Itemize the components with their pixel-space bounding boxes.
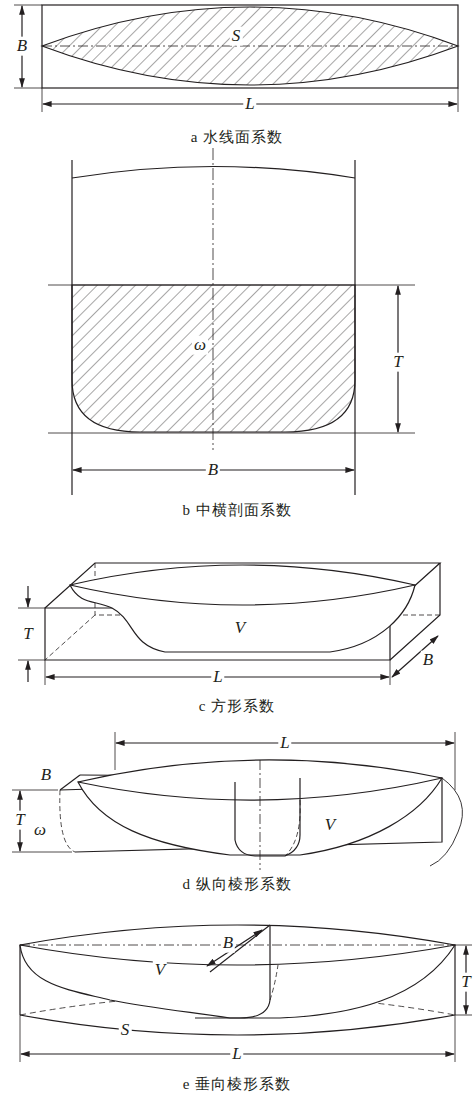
dimension-symbol: S	[230, 27, 243, 46]
dimension-symbol: L	[230, 1045, 243, 1064]
dimension-symbol: V	[233, 619, 247, 638]
panel-caption: b 中横剖面系数	[180, 502, 293, 519]
dimension-symbol: B	[39, 766, 53, 785]
panel-caption: e 垂向棱形系数	[181, 1076, 293, 1093]
dimension-symbol: T	[459, 973, 472, 992]
dimension-symbol: T	[21, 625, 34, 644]
dimension-symbol: S	[119, 1021, 132, 1040]
dimension-symbol: B	[206, 461, 220, 480]
dimension-symbol: V	[323, 816, 337, 835]
dimension-symbol: V	[153, 961, 167, 980]
dimension-symbol: ω	[32, 821, 48, 840]
dimension-symbol: L	[211, 668, 224, 687]
dimension-symbol: B	[221, 934, 235, 953]
dimension-symbol: T	[391, 353, 404, 372]
panel-caption: a 水线面系数	[189, 129, 285, 146]
dimension-symbol: L	[278, 734, 291, 753]
panel-caption: d 纵向棱形系数	[180, 876, 293, 893]
dimension-symbol: ω	[192, 336, 208, 355]
dimension-symbol: T	[13, 811, 26, 830]
dimension-symbol: B	[421, 651, 435, 670]
dimension-symbol: L	[243, 95, 256, 114]
dimension-symbol: B	[15, 37, 29, 56]
panel-caption: c 方形系数	[197, 698, 277, 715]
